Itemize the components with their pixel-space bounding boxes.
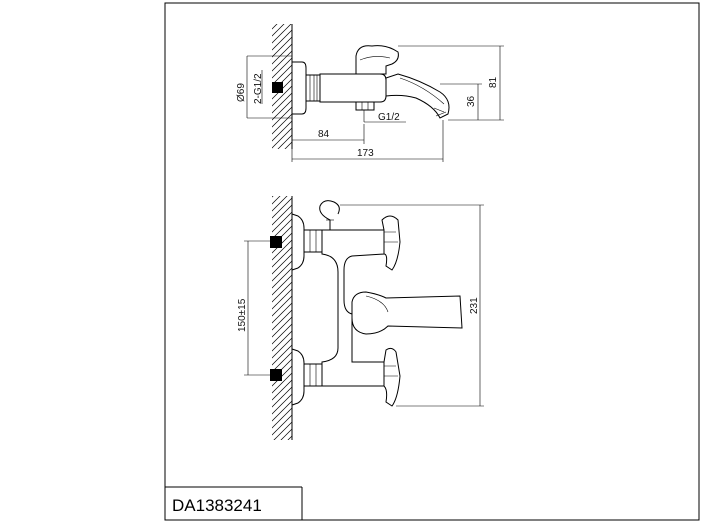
lower-flange [291, 348, 305, 406]
front-view: 150±15 231 [237, 196, 484, 440]
upper-handle-knob-icon [381, 215, 401, 271]
valve-body [319, 73, 387, 103]
hook-icon [319, 200, 340, 230]
upper-flange [291, 213, 305, 271]
spout-icon [385, 73, 450, 119]
flange-diameter-label: Ø69 [236, 83, 247, 102]
dim-total-height: 81 [398, 45, 504, 121]
mixer-body [321, 229, 385, 387]
lower-inlet-mark [270, 369, 282, 381]
front-total-height-label: 231 [469, 297, 480, 314]
dim-outlet-thread: G1/2 [363, 110, 406, 123]
total-height-label: 81 [488, 76, 499, 88]
dim-inlet-thread: 2-G1/2 [253, 70, 264, 104]
handle-knob-icon [355, 45, 399, 75]
lower-handle-knob-icon [383, 347, 401, 407]
dim-flange-diameter: Ø69 [236, 55, 292, 119]
upper-inlet-mark [270, 236, 282, 248]
model-number: DA1383241 [172, 496, 262, 515]
dim-body-depth: 84 [292, 124, 365, 144]
wall-hatch-icon [272, 196, 292, 440]
dim-front-total-height: 231 [340, 204, 484, 407]
inlet-thread-mark [272, 82, 283, 93]
dim-spout-height: 36 [440, 83, 482, 120]
outlet-thread-label: G1/2 [378, 112, 400, 123]
sheet-frame [164, 2, 700, 521]
flange [291, 61, 307, 115]
total-depth-label: 173 [357, 148, 374, 159]
inlet-thread-label: 2-G1/2 [253, 73, 264, 104]
dim-total-depth: 173 [291, 120, 444, 162]
body-depth-label: 84 [318, 129, 330, 140]
front-spout-icon [351, 291, 463, 335]
outlet-nipple [355, 101, 375, 111]
center-distance-label: 150±15 [237, 298, 248, 332]
title-block: DA1383241 [165, 486, 303, 520]
spout-height-label: 36 [466, 95, 477, 107]
top-view: Ø69 2-G1/2 G1/2 84 173 81 [236, 24, 504, 162]
dim-center-distance: 150±15 [237, 240, 270, 376]
